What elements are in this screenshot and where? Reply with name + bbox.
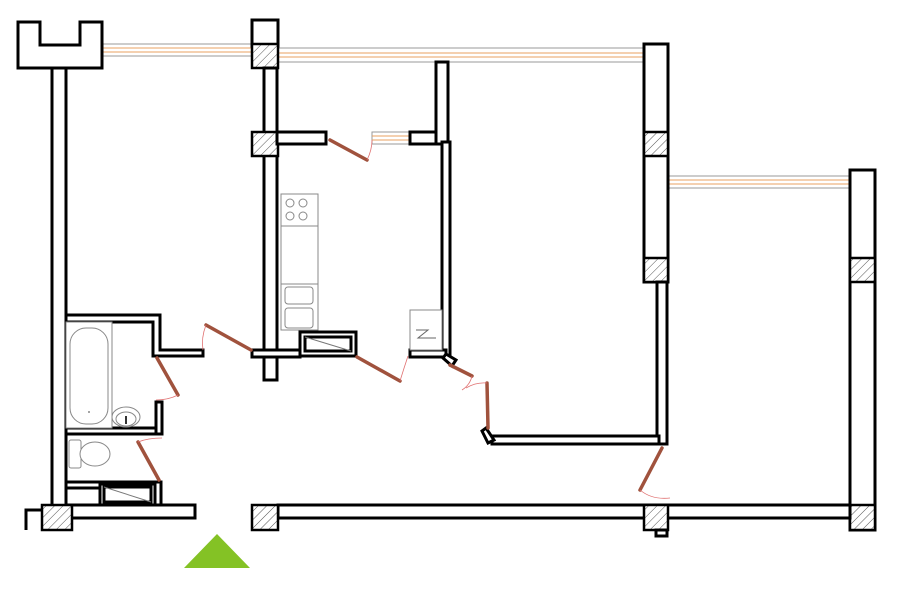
stove-icon bbox=[280, 193, 319, 227]
wall-corridor-stub bbox=[408, 348, 448, 359]
kitchen-counter bbox=[280, 225, 319, 285]
wall-left bbox=[50, 66, 68, 510]
kitchen-sink-icon bbox=[280, 283, 319, 331]
boiler-icon bbox=[409, 309, 443, 351]
door-kitchen bbox=[328, 138, 373, 162]
wall-kitchen-right bbox=[440, 140, 452, 358]
washbasin-icon bbox=[111, 406, 141, 428]
window-top-left bbox=[101, 43, 253, 57]
wall-column-top bbox=[250, 18, 280, 48]
wall-room-right-partition bbox=[655, 280, 669, 446]
column-hatch bbox=[642, 256, 670, 284]
wall-hall-stub bbox=[250, 348, 302, 359]
window-kitchen-inner bbox=[371, 131, 411, 145]
column-hatch bbox=[250, 503, 280, 532]
wall-bathroom-stub bbox=[154, 400, 164, 436]
door-bathroom bbox=[155, 356, 180, 401]
door-room-right bbox=[638, 446, 671, 499]
wall-kitchen-left bbox=[262, 66, 279, 382]
windows bbox=[101, 43, 851, 189]
wall-room-bottom bbox=[490, 434, 661, 446]
entrance-triangle-icon bbox=[184, 534, 250, 568]
wall-column-mid bbox=[642, 42, 670, 284]
toilet-icon bbox=[68, 439, 111, 469]
doors bbox=[136, 138, 671, 499]
column-hatch bbox=[40, 503, 74, 532]
door-room-middle bbox=[465, 381, 490, 430]
door-wc bbox=[136, 437, 163, 482]
wall-kitchen-stub bbox=[434, 60, 450, 146]
wall-right bbox=[848, 168, 877, 532]
wall-bottom-left-stub bbox=[24, 508, 42, 530]
column-hatch bbox=[848, 503, 877, 532]
bathtub-icon bbox=[65, 321, 113, 429]
wall-room-corner bbox=[480, 425, 497, 446]
wall-bathroom-divider bbox=[64, 426, 158, 436]
column-hatch bbox=[250, 42, 280, 70]
window-top-right bbox=[667, 175, 851, 189]
fixtures bbox=[65, 193, 443, 469]
wall-kitchen-top bbox=[275, 130, 328, 146]
wall-corner-top-left bbox=[16, 20, 104, 70]
door-room-left bbox=[448, 363, 474, 391]
walls bbox=[16, 18, 877, 538]
wall-bottom-left bbox=[64, 503, 197, 520]
column-hatch bbox=[250, 130, 280, 158]
column-hatch bbox=[642, 130, 670, 158]
door-corridor bbox=[355, 355, 409, 383]
door-kitchen-hall bbox=[202, 323, 253, 352]
ventilation-shafts bbox=[98, 330, 358, 507]
column-hatch bbox=[642, 503, 670, 532]
wall-bottom bbox=[276, 503, 852, 520]
column-hatch bbox=[848, 256, 877, 284]
window-top-middle bbox=[277, 47, 645, 63]
wall-stub bbox=[654, 528, 669, 538]
